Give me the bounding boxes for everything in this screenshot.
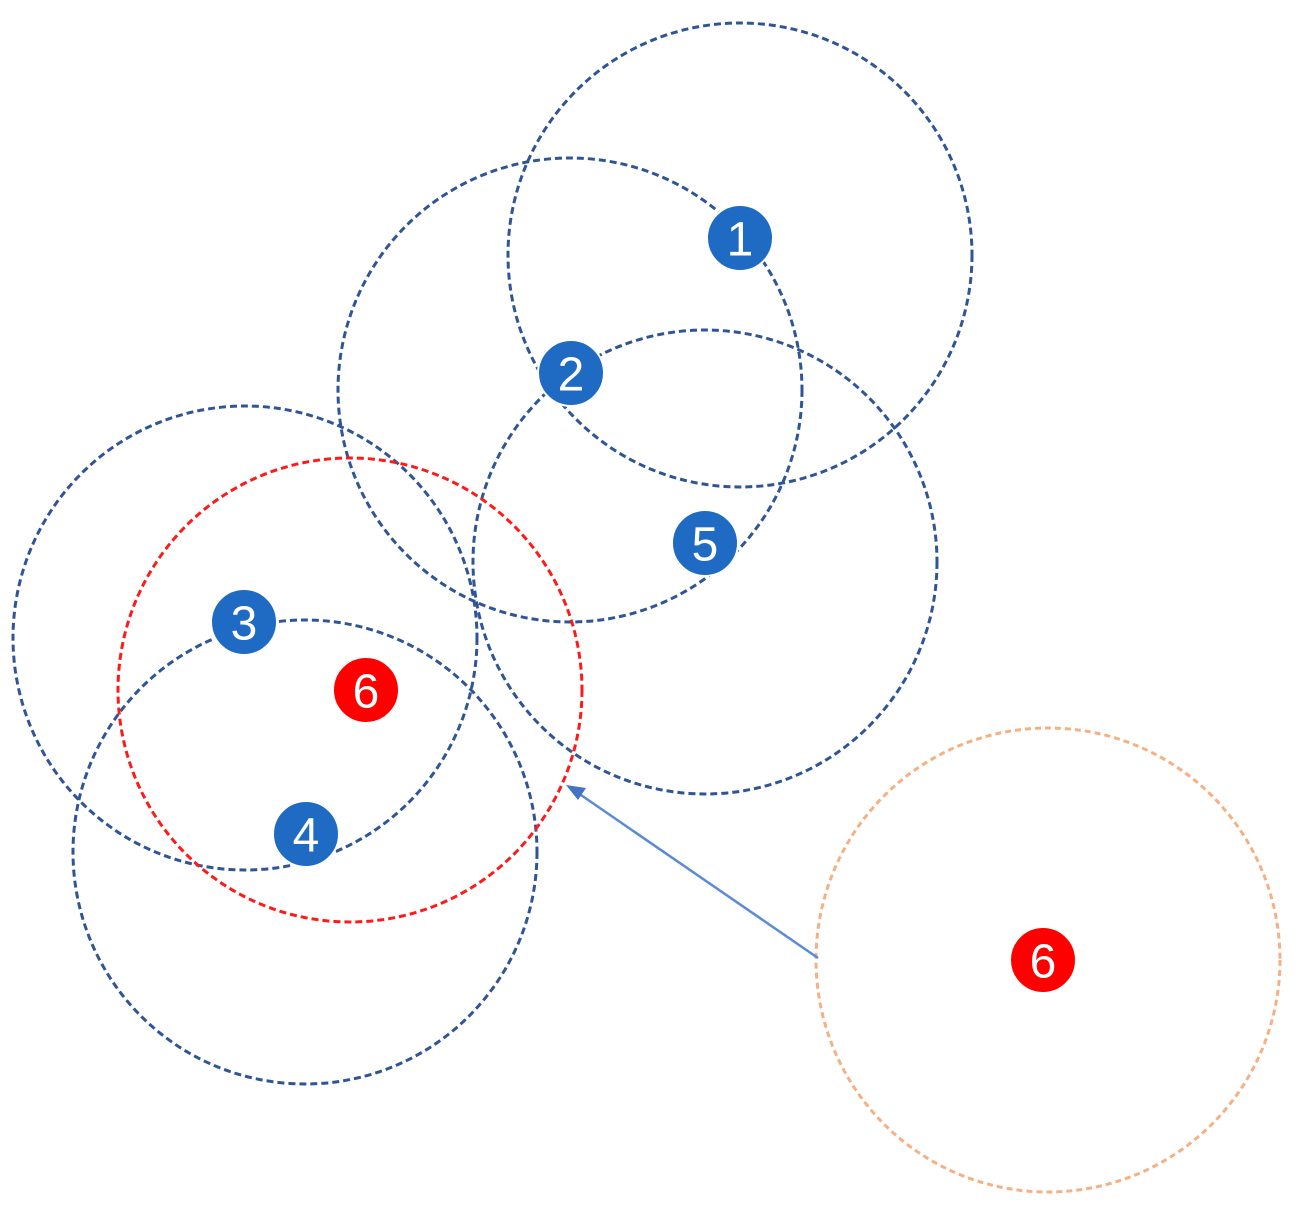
node-3-dot [210,588,278,656]
nodes: 1 2 3 4 5 6 6 [210,204,1077,994]
node-6-old-label: 6 [1030,936,1057,989]
range-circle-node-5 [471,328,939,796]
node-1-dot [706,204,774,272]
node-6-old-dot [1009,926,1077,994]
node-1[interactable]: 1 [706,204,774,272]
node-4[interactable]: 4 [272,800,340,868]
node-2-label: 2 [558,349,585,402]
node-5-label: 5 [692,519,719,572]
node-6-new[interactable]: 6 [332,656,400,724]
range-circle-node-6-new [116,456,584,924]
movement-arrow [566,785,819,960]
node-2-dot [537,339,605,407]
arrow-head-icon [566,785,586,800]
node-5-dot [671,509,739,577]
node-5[interactable]: 5 [671,509,739,577]
node-3[interactable]: 3 [210,588,278,656]
range-circles [11,21,1282,1194]
range-circle-node-4 [71,618,539,1086]
node-6-new-label: 6 [353,666,380,719]
range-circle-node-1 [506,21,974,489]
node-6-new-dot [332,656,400,724]
range-circle-node-3 [11,404,479,872]
node-3-label: 3 [231,598,258,651]
node-4-label: 4 [293,810,320,863]
node-4-dot [272,800,340,868]
node-1-label: 1 [727,214,754,267]
node-6-old[interactable]: 6 [1009,926,1077,994]
range-circle-node-2 [336,156,804,624]
arrow-shaft [577,791,819,960]
range-circle-node-6-old [814,726,1282,1194]
node-2[interactable]: 2 [537,339,605,407]
